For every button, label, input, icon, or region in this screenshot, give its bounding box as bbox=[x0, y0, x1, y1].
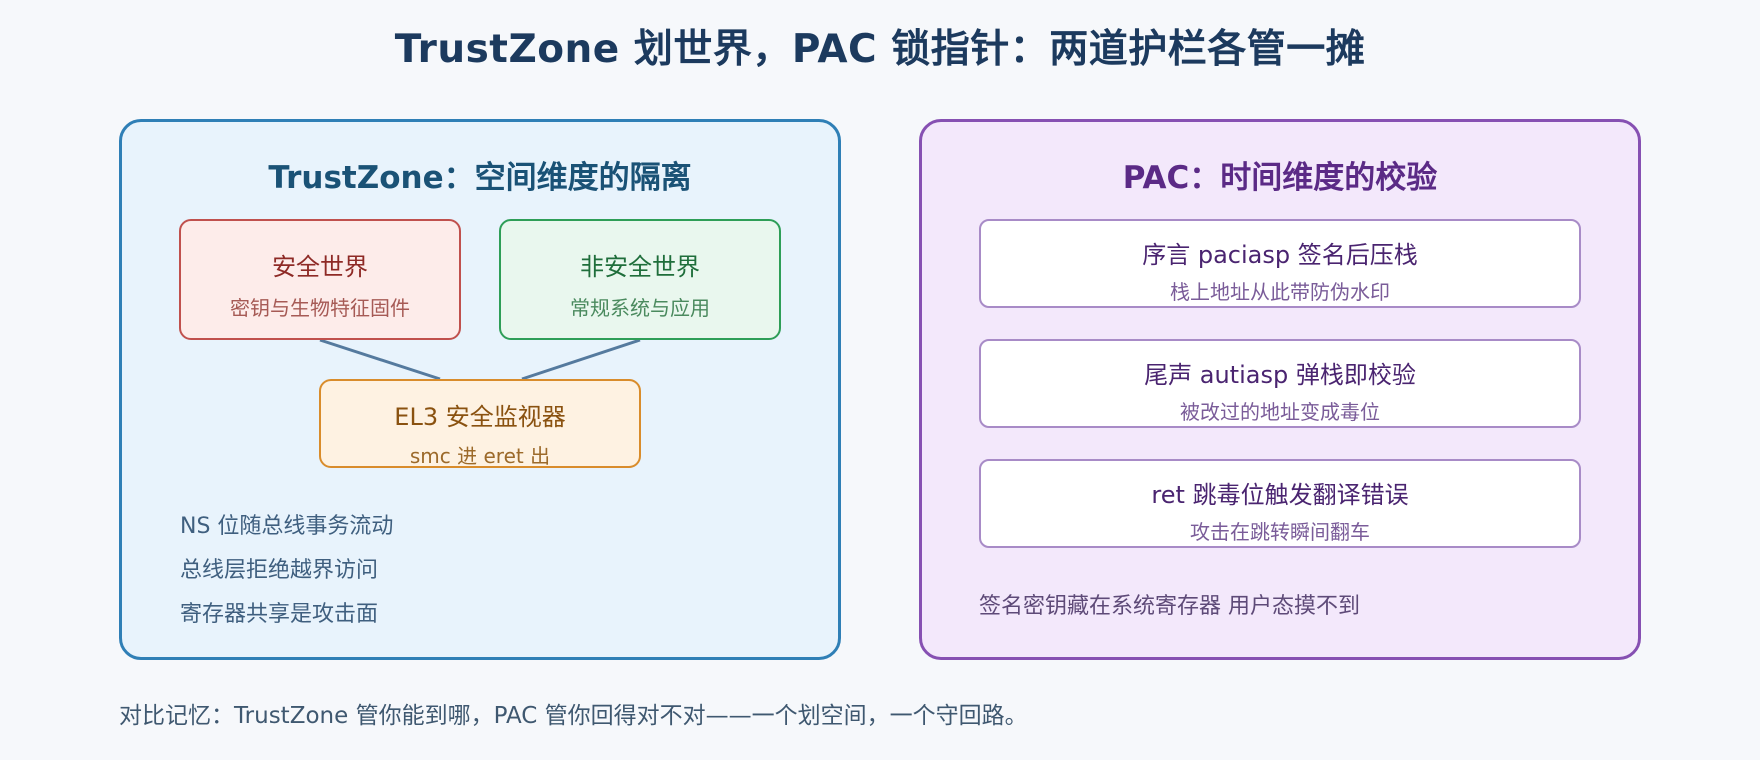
el3-monitor-title: EL3 安全监视器 bbox=[394, 403, 566, 431]
pac-step-title: 序言 paciasp 签名后压栈 bbox=[1142, 241, 1418, 269]
trustzone-note: 总线层拒绝越界访问 bbox=[180, 558, 379, 583]
pac-step-title: ret 跳毒位触发翻译错误 bbox=[1151, 481, 1409, 509]
secure-world-title: 安全世界 bbox=[272, 253, 368, 281]
nonsecure-world-title: 非安全世界 bbox=[580, 253, 700, 281]
pac-panel-title: PAC：时间维度的校验 bbox=[1122, 160, 1438, 196]
footer-summary: 对比记忆：TrustZone 管你能到哪，PAC 管你回得对不对——一个划空间，… bbox=[119, 703, 1028, 729]
pac-step-box: 尾声 autiasp 弹栈即校验 被改过的地址变成毒位 bbox=[979, 339, 1581, 428]
pac-note: 签名密钥藏在系统寄存器 用户态摸不到 bbox=[979, 594, 1360, 619]
pac-step-box: ret 跳毒位触发翻译错误 攻击在跳转瞬间翻车 bbox=[979, 459, 1581, 548]
diagram-title: TrustZone 划世界，PAC 锁指针：两道护栏各管一摊 bbox=[394, 27, 1366, 72]
pac-step-box: 序言 paciasp 签名后压栈 栈上地址从此带防伪水印 bbox=[979, 219, 1581, 308]
trustzone-note: NS 位随总线事务流动 bbox=[180, 514, 394, 539]
nonsecure-world-subtitle: 常规系统与应用 bbox=[570, 296, 710, 320]
pac-step-title: 尾声 autiasp 弹栈即校验 bbox=[1144, 361, 1416, 389]
secure-world-box: 安全世界 密钥与生物特征固件 bbox=[179, 219, 461, 340]
nonsecure-world-box: 非安全世界 常规系统与应用 bbox=[499, 219, 781, 340]
pac-step-subtitle: 攻击在跳转瞬间翻车 bbox=[1190, 520, 1370, 544]
pac-step-subtitle: 被改过的地址变成毒位 bbox=[1180, 400, 1380, 424]
trustzone-panel-title: TrustZone：空间维度的隔离 bbox=[268, 160, 692, 196]
secure-world-subtitle: 密钥与生物特征固件 bbox=[230, 296, 410, 320]
pac-step-subtitle: 栈上地址从此带防伪水印 bbox=[1170, 280, 1390, 304]
el3-monitor-subtitle: smc 进 eret 出 bbox=[409, 444, 551, 468]
trustzone-note: 寄存器共享是攻击面 bbox=[180, 602, 379, 627]
el3-monitor-box: EL3 安全监视器 smc 进 eret 出 bbox=[319, 379, 641, 468]
